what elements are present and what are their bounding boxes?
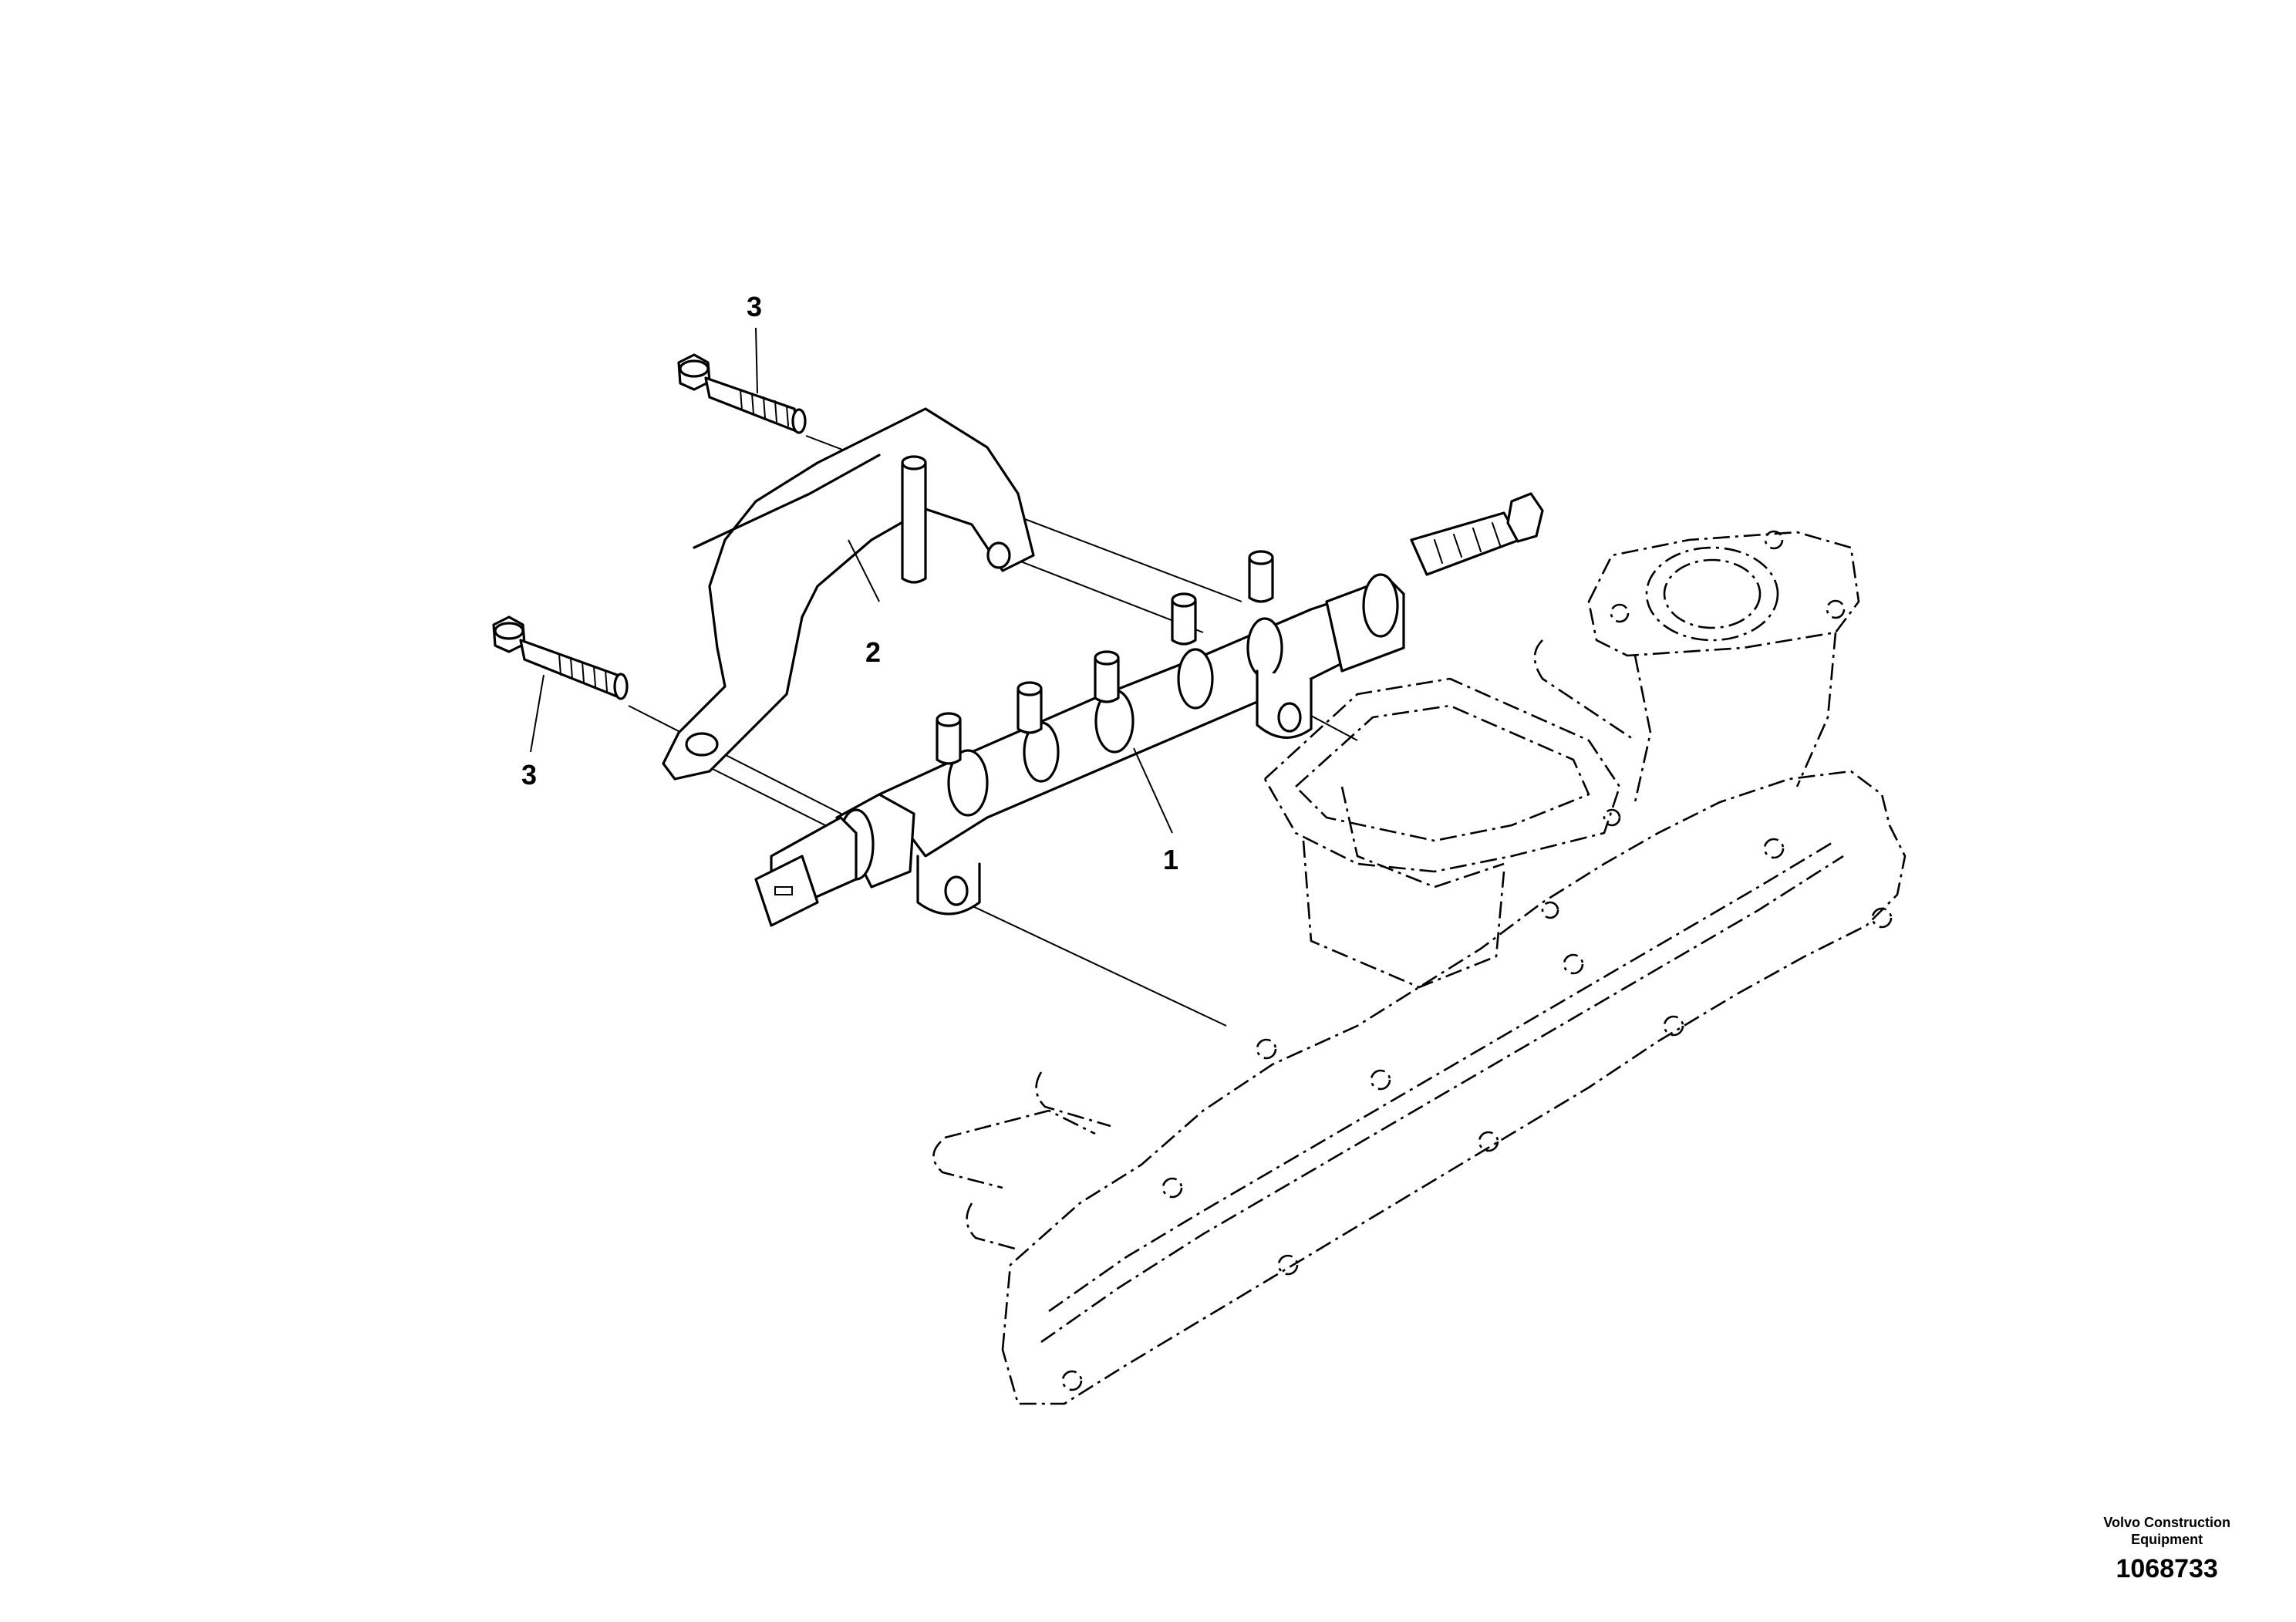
callout-part-1: 1 — [1163, 844, 1178, 875]
rail-outlets — [936, 550, 1274, 765]
callout-part-3-lower: 3 — [521, 759, 537, 791]
drawing-number: 1068733 — [2116, 1554, 2218, 1583]
mounting-bracket — [662, 407, 1035, 781]
title-block: Volvo Construction Equipment 1068733 — [2103, 1514, 2230, 1583]
intake-manifold — [932, 530, 1907, 1405]
rail-pressure-sensor — [754, 793, 915, 927]
callout-part-3-upper: 3 — [747, 291, 762, 322]
manufacturer-name-line2: Equipment — [2131, 1532, 2203, 1547]
manufacturer-name: Volvo Construction — [2103, 1515, 2230, 1530]
flange-bolt-upper — [677, 353, 807, 434]
callout-leaders — [530, 327, 1173, 834]
flange-bolt-lower — [492, 615, 629, 700]
callout-part-2: 2 — [865, 636, 881, 668]
fuel-rail — [754, 492, 1544, 927]
